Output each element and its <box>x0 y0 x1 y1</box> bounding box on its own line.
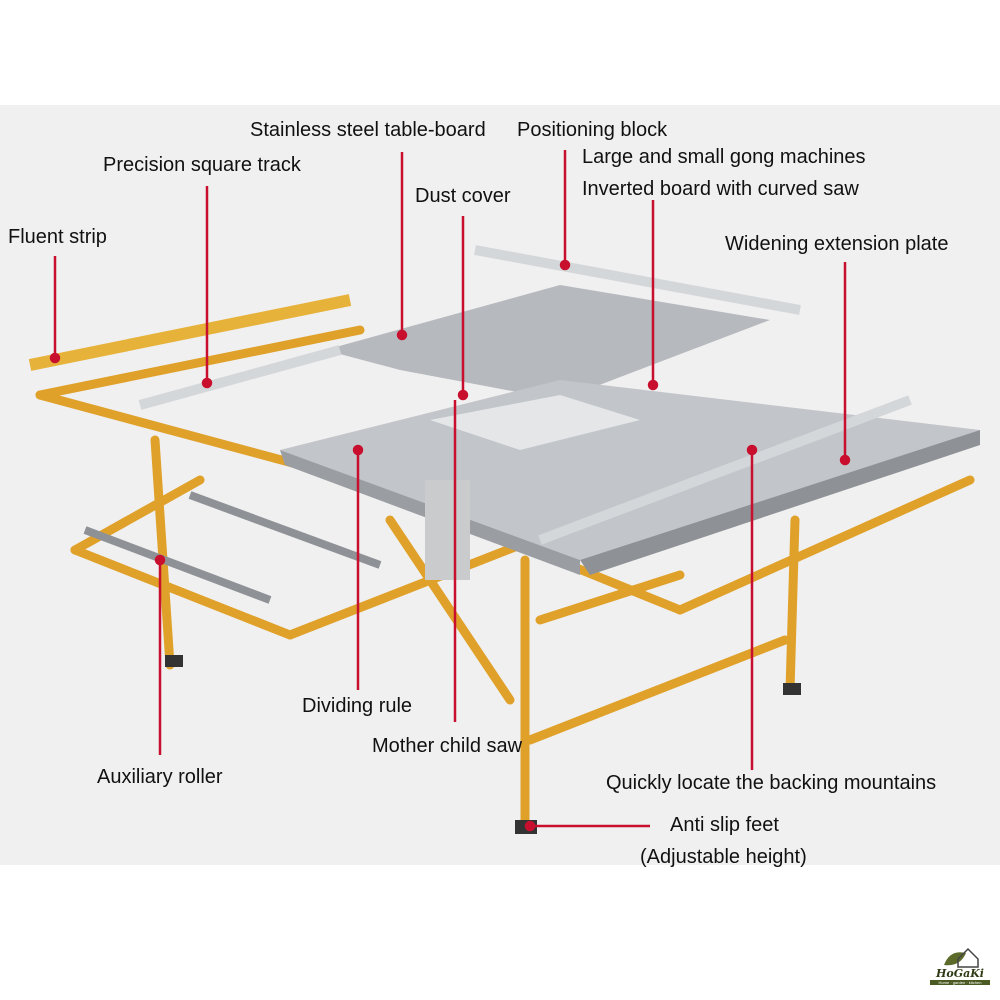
rails <box>138 245 912 545</box>
brand-logo: HoGaKi Home · garden · kitchen <box>930 945 990 995</box>
label-precision-track: Precision square track <box>103 154 301 176</box>
frame <box>35 325 975 825</box>
rollers <box>83 491 382 604</box>
label-backing-mountains: Quickly locate the backing mountains <box>606 772 937 794</box>
leader-lines <box>49 150 851 832</box>
label-auxiliary-roller: Auxiliary roller <box>97 766 223 788</box>
label-dividing-rule: Dividing rule <box>302 695 413 717</box>
fluent-strip-bar <box>28 294 352 371</box>
steel-table <box>280 285 980 580</box>
label-adjustable-height: (Adjustable height) <box>640 846 807 868</box>
label-anti-slip-feet: Anti slip feet <box>670 814 779 836</box>
label-widening-plate: Widening extension plate <box>725 233 949 255</box>
label-inverted-board: Inverted board with curved saw <box>582 178 859 200</box>
label-mother-child-saw: Mother child saw <box>372 735 523 757</box>
label-stainless-table: Stainless steel table-board <box>250 119 486 141</box>
label-positioning-block: Positioning block <box>517 119 668 141</box>
leaf-house-icon <box>944 947 979 968</box>
label-fluent-strip: Fluent strip <box>8 226 107 248</box>
label-dust-cover: Dust cover <box>415 185 511 207</box>
logo-tagline: Home · garden · kitchen <box>930 980 990 985</box>
label-gong-machines: Large and small gong machines <box>582 146 866 168</box>
logo-name: HoGaKi <box>936 967 984 980</box>
